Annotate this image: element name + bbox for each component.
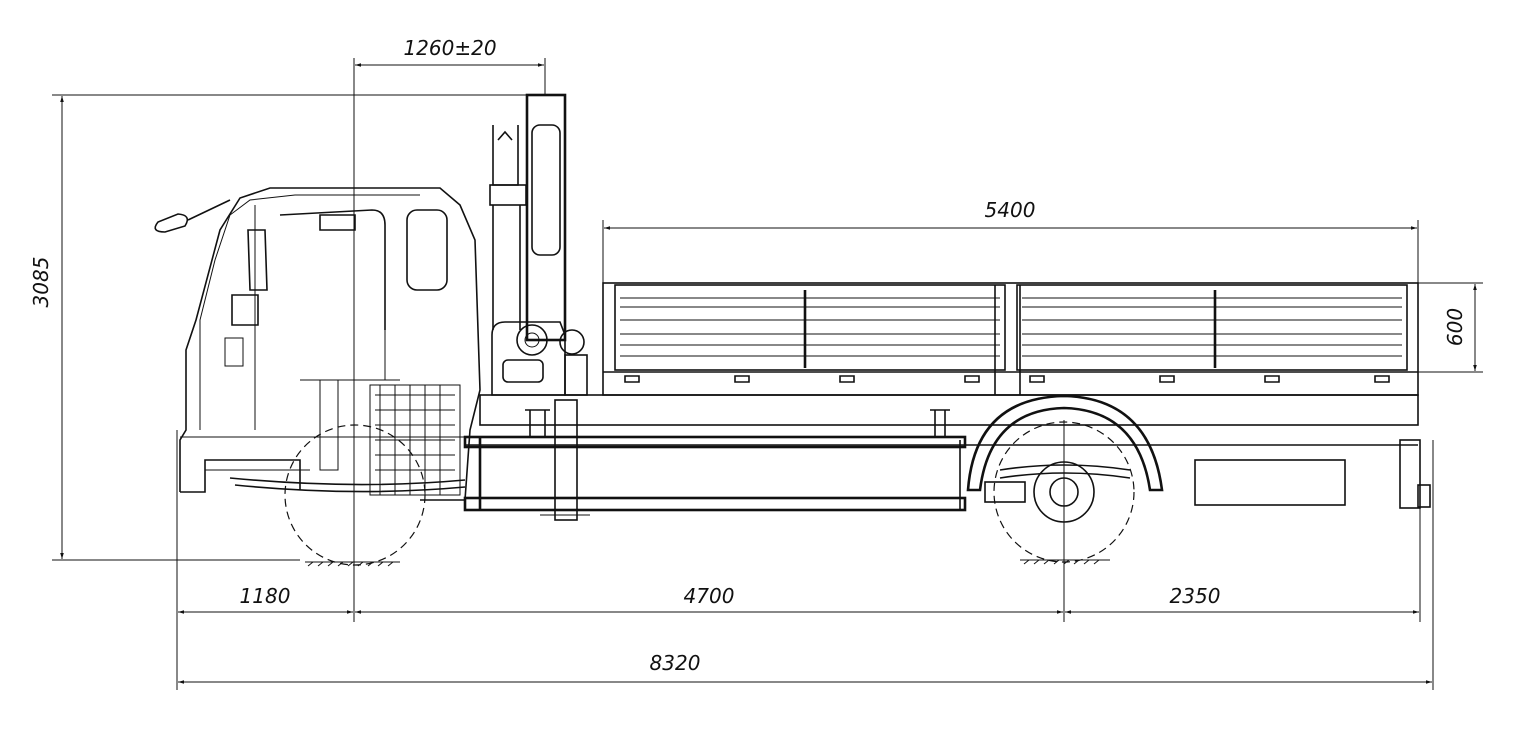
dim-label-side-height: 600 (1443, 308, 1467, 346)
cargo-body (602, 282, 1419, 396)
dim-label-rear-overhang: 2350 (1170, 584, 1221, 608)
crane (489, 93, 588, 396)
dim-label-front-overhang: 1180 (240, 584, 291, 608)
cab (154, 187, 481, 501)
dimension-side-height: 600 (1405, 282, 1483, 373)
ground-marks (305, 559, 1110, 567)
chassis-frame (463, 394, 1431, 521)
front-wheel (284, 424, 426, 566)
dimension-crane-offset: 1260±20 (353, 36, 546, 622)
dim-label-overall-length: 8320 (650, 651, 701, 675)
dimension-overall-length: 8320 (178, 651, 1432, 684)
rear-wheel (966, 394, 1164, 563)
dimension-axles: 1180 4700 2350 (176, 420, 1434, 690)
dim-label-crane-offset: 1260±20 (403, 36, 496, 60)
dim-label-body-length: 5400 (985, 198, 1036, 222)
dimension-body-length: 5400 (602, 198, 1419, 285)
engine-and-chassis (229, 379, 466, 496)
dim-label-overall-height: 3085 (29, 257, 53, 308)
dim-label-wheelbase: 4700 (684, 584, 735, 608)
dimension-overall-height: 3085 (29, 94, 545, 561)
